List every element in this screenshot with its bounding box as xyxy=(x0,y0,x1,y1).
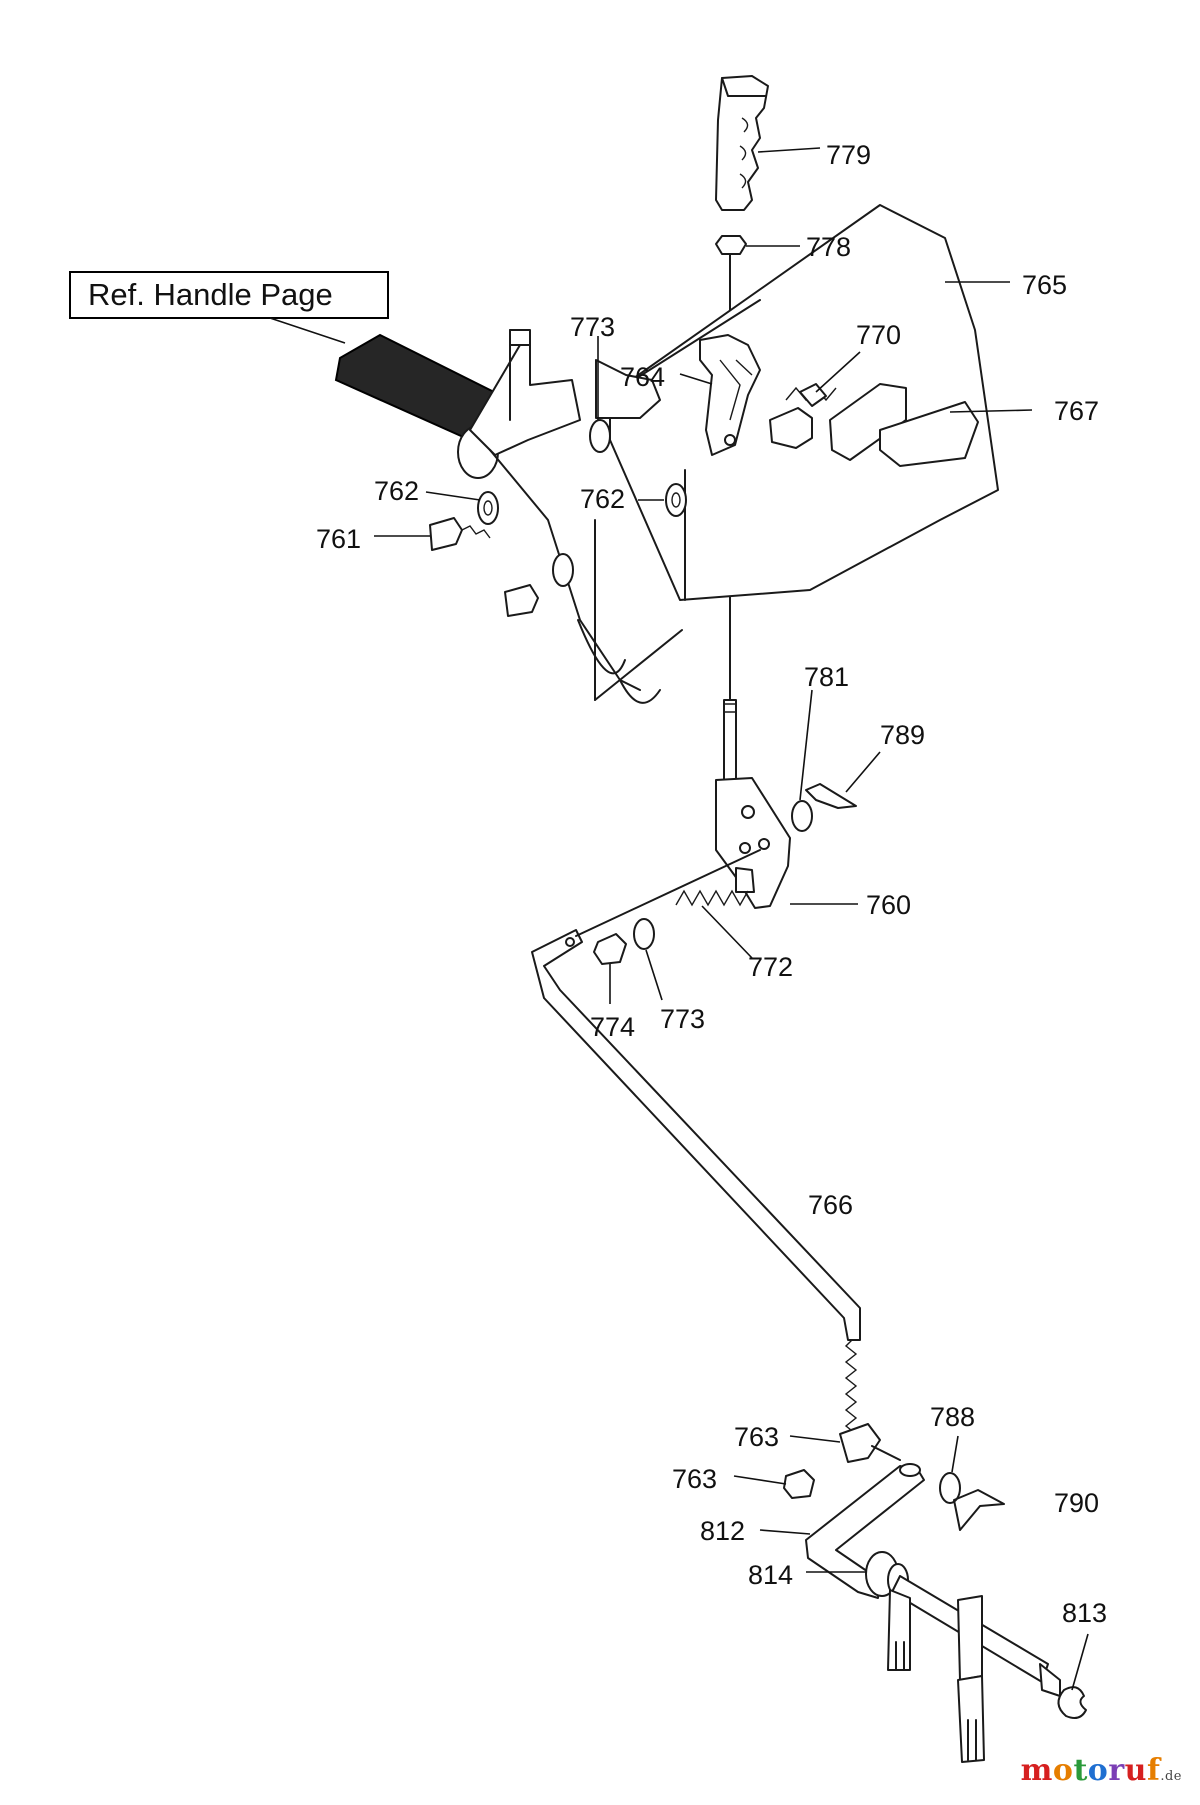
watermark-tld: .de xyxy=(1160,1769,1182,1784)
callout-770: 770 xyxy=(856,320,901,350)
watermark-letter: m xyxy=(1020,1753,1053,1788)
callout-789: 789 xyxy=(880,720,925,750)
bracket-760 xyxy=(715,777,791,909)
callout-labels: 779 778 765 773 770 764 767 762 762 761 … xyxy=(316,140,1107,1628)
leader-lines xyxy=(374,147,1089,1691)
callout-762-left: 762 xyxy=(374,476,419,506)
leader-813 xyxy=(1071,1633,1089,1691)
watermark-letter: t xyxy=(1073,1753,1088,1788)
bolt-lower-left xyxy=(504,553,574,617)
leader-763a xyxy=(789,1435,841,1443)
callout-763-lower: 763 xyxy=(672,1464,717,1494)
leader-789 xyxy=(845,751,881,793)
callout-763-upper: 763 xyxy=(734,1422,779,1452)
handle-grip-779 xyxy=(715,75,769,211)
motoruf-watermark: motoruf.de xyxy=(1021,1753,1182,1788)
washer-773-lower xyxy=(633,918,655,950)
callout-773-upper: 773 xyxy=(570,312,615,342)
callout-774: 774 xyxy=(590,1012,635,1042)
ref-handle-page-box: Ref. Handle Page xyxy=(69,271,389,344)
shift-rod-766 xyxy=(531,849,861,1451)
cotter-pin-789 xyxy=(805,783,857,809)
swivel-763 xyxy=(839,1423,901,1463)
callout-761: 761 xyxy=(316,524,361,554)
leader-764 xyxy=(679,373,713,385)
shift-shaft-813 xyxy=(891,1575,1087,1719)
nut-774 xyxy=(593,933,627,965)
leader-781 xyxy=(799,689,813,801)
watermark-letter: u xyxy=(1124,1753,1147,1788)
watermark-letter: o xyxy=(1052,1753,1074,1788)
callout-760: 760 xyxy=(866,890,911,920)
leader-762a xyxy=(425,491,481,501)
watermark-letters: motoruf xyxy=(1021,1753,1161,1788)
callout-788: 788 xyxy=(930,1402,975,1432)
callout-765: 765 xyxy=(1022,270,1067,300)
callout-778: 778 xyxy=(806,232,851,262)
leader-788 xyxy=(951,1435,959,1473)
watermark-letter: r xyxy=(1108,1753,1125,1788)
callout-814: 814 xyxy=(748,1560,793,1590)
callout-779: 779 xyxy=(826,140,871,170)
leader-767 xyxy=(949,409,1033,413)
washer-773-top xyxy=(589,419,611,453)
watermark-letter: o xyxy=(1087,1753,1109,1788)
callout-772: 772 xyxy=(748,952,793,982)
callout-762-right: 762 xyxy=(580,484,625,514)
callout-781: 781 xyxy=(804,662,849,692)
callout-766: 766 xyxy=(808,1190,853,1220)
watermark-letter: f xyxy=(1146,1753,1161,1788)
callout-790: 790 xyxy=(1054,1488,1099,1518)
callout-773-lower: 773 xyxy=(660,1004,705,1034)
washer-781 xyxy=(791,800,813,832)
shift-fork-left xyxy=(887,1589,911,1671)
leader-812 xyxy=(759,1529,811,1535)
leader-772 xyxy=(701,905,753,959)
callout-813: 813 xyxy=(1062,1598,1107,1628)
washer-762-left xyxy=(477,491,499,525)
shift-console-765 xyxy=(594,204,999,701)
hairpin-790 xyxy=(953,1489,1005,1531)
shift-fork-right xyxy=(957,1595,985,1763)
switch-767 xyxy=(829,383,979,467)
bolt-761 xyxy=(429,517,491,551)
washer-762-right xyxy=(665,483,687,517)
ref-box-text: Ref. Handle Page xyxy=(88,277,333,312)
ref-box-frame xyxy=(69,271,389,319)
callout-812: 812 xyxy=(700,1516,745,1546)
lever-bracket-764 xyxy=(595,334,813,456)
shift-arm-812 xyxy=(805,1463,925,1599)
leader-763b xyxy=(733,1475,787,1485)
handle-bar-assembly xyxy=(334,329,661,704)
nut-763 xyxy=(783,1469,815,1499)
washer-788 xyxy=(939,1472,961,1504)
ref-box-leader xyxy=(269,317,346,344)
callout-764: 764 xyxy=(620,362,665,392)
callout-767: 767 xyxy=(1054,396,1099,426)
leader-779 xyxy=(757,147,821,153)
spring-772 xyxy=(675,889,749,907)
leader-773b xyxy=(645,949,663,1001)
leader-770 xyxy=(815,351,861,393)
